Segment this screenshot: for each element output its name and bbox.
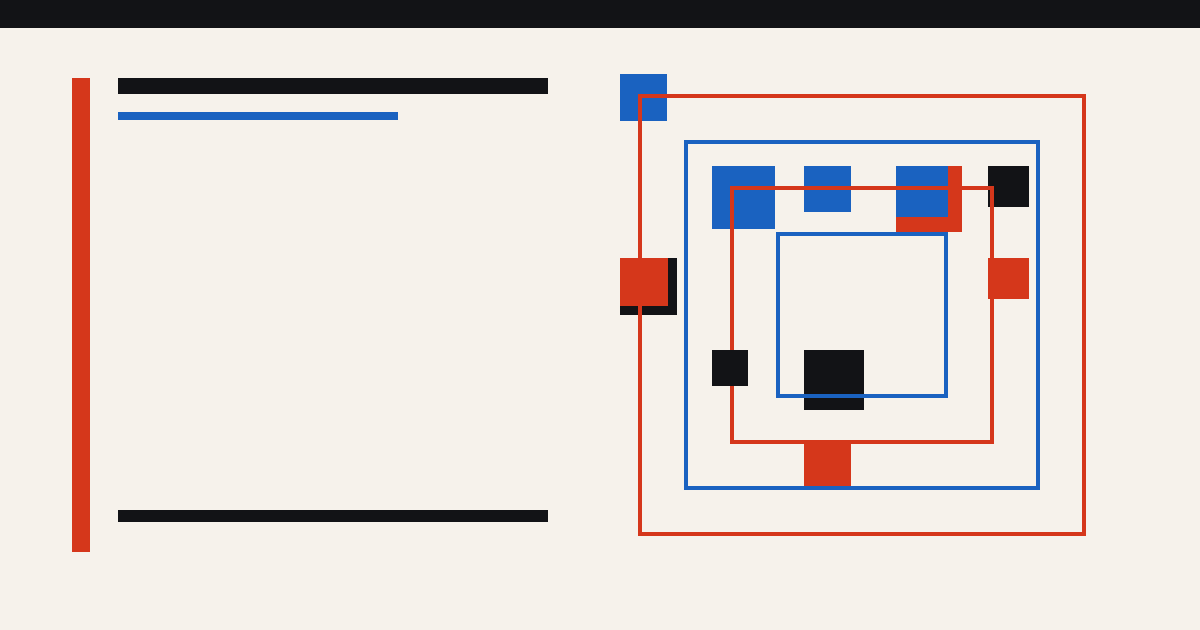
- blue-square-overlap: [896, 166, 948, 217]
- frame-inner-red: [730, 186, 994, 444]
- frame-inner-blue: [776, 232, 948, 398]
- red-square-right: [988, 258, 1029, 299]
- frame-outer-red: [638, 94, 1086, 536]
- frame-blue-outer: [684, 140, 1040, 490]
- top-bar: [0, 0, 1200, 28]
- black-square-small: [712, 350, 748, 386]
- footer-bar: [118, 510, 548, 522]
- left-accent-bar: [72, 78, 90, 552]
- red-square-bottom: [804, 442, 851, 486]
- title-bar: [118, 78, 548, 94]
- black-square-topright: [988, 166, 1029, 207]
- blue-square-large: [712, 166, 775, 229]
- red-square-left: [620, 258, 668, 306]
- subtitle-bar: [118, 112, 398, 120]
- black-square-medium: [804, 350, 864, 410]
